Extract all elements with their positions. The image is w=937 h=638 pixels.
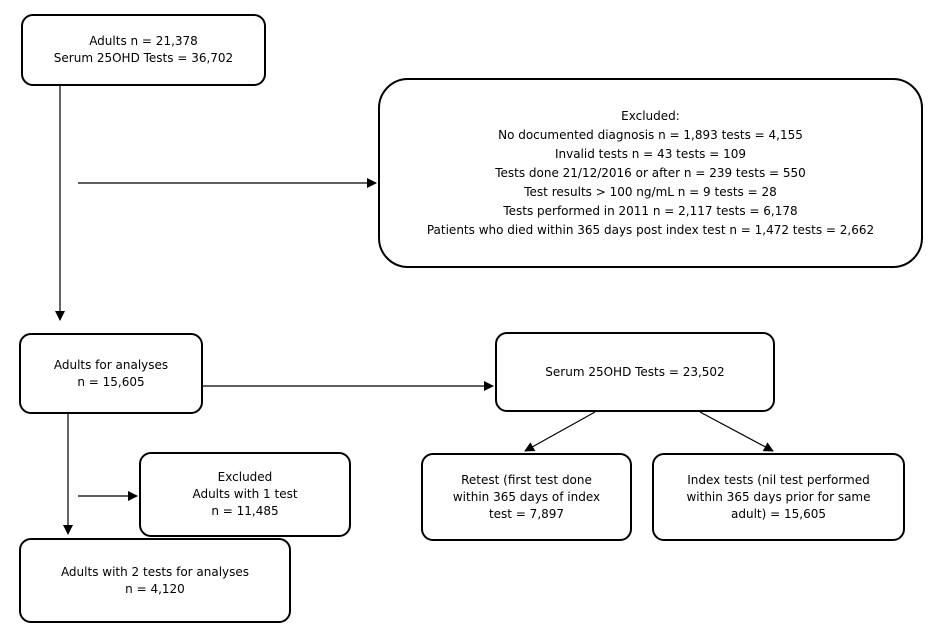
box-adults-total: Adults n = 21,378 Serum 25OHD Tests = 36… xyxy=(21,14,266,86)
box-line: Serum 25OHD Tests = 23,502 xyxy=(545,364,725,379)
arrow-serum-to-index xyxy=(699,411,774,452)
arrow-serum-to-retest xyxy=(524,411,596,452)
box-line: Retest (first test done xyxy=(461,472,592,487)
box-line: Tests done 21/12/2016 or after n = 239 t… xyxy=(495,165,806,180)
box-line: n = 11,485 xyxy=(211,504,279,518)
box-line: test = 7,897 xyxy=(488,506,565,521)
box-line: Index tests (nil test performed xyxy=(687,472,870,487)
box-line: within 365 days prior for same xyxy=(686,489,871,504)
box-line: adult) = 15,605 xyxy=(731,506,826,521)
box-line: n = 4,120 xyxy=(125,581,185,596)
box-excluded-main: Excluded: No documented diagnosis n = 1,… xyxy=(378,78,923,268)
box-excluded-one-test: Excluded Adults with 1 test n = 11,485 xyxy=(139,452,351,537)
box-serum-tests: Serum 25OHD Tests = 23,502 xyxy=(495,332,775,412)
box-line: Excluded xyxy=(217,470,273,484)
box-line: No documented diagnosis n = 1,893 tests … xyxy=(498,127,803,142)
box-line: within 365 days of index xyxy=(452,489,601,504)
box-line: Adults with 1 test xyxy=(192,487,298,501)
box-line: Test results > 100 ng/mL n = 9 tests = 2… xyxy=(524,184,777,199)
box-line: Serum 25OHD Tests = 36,702 xyxy=(53,51,234,65)
box-retest: Retest (first test done within 365 days … xyxy=(421,453,632,541)
box-index-tests: Index tests (nil test performed within 3… xyxy=(652,453,905,541)
box-line: Adults n = 21,378 xyxy=(89,34,198,48)
box-line: Invalid tests n = 43 tests = 109 xyxy=(554,146,747,161)
box-line: Adults for analyses xyxy=(53,357,169,372)
box-line: n = 15,605 xyxy=(77,374,145,389)
box-line: Patients who died within 365 days post i… xyxy=(426,222,875,237)
box-line: Excluded: xyxy=(621,108,680,123)
box-adults-for-analyses: Adults for analyses n = 15,605 xyxy=(19,333,203,414)
box-line: Adults with 2 tests for analyses xyxy=(60,564,250,579)
box-line: Tests performed in 2011 n = 2,117 tests … xyxy=(503,203,798,218)
box-adults-with-two-tests: Adults with 2 tests for analyses n = 4,1… xyxy=(19,538,291,623)
